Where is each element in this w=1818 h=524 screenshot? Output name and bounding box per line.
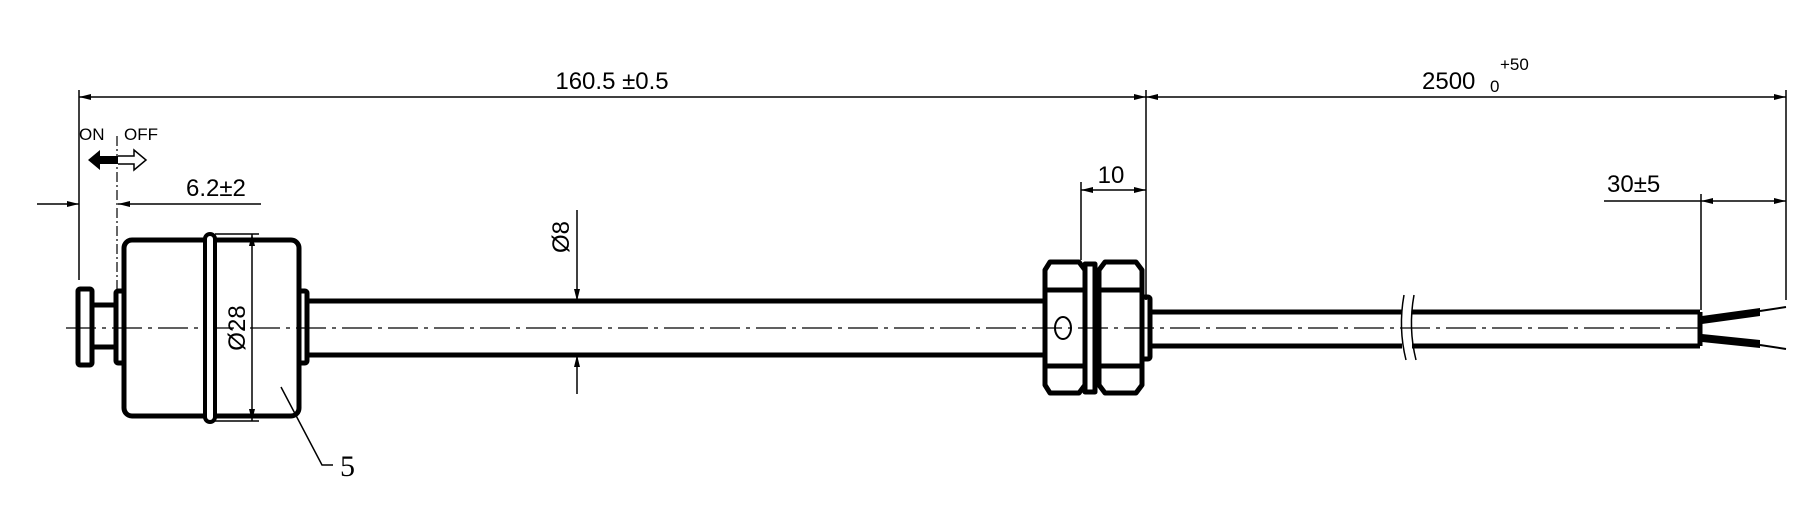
switch-direction-indicator: ON OFF [79,125,158,290]
float-assembly: Ø28 5 [75,232,355,483]
nut [1042,259,1088,396]
strip-length-label: 30±5 [1607,171,1660,198]
stroke-label: 6.2±2 [186,175,246,202]
on-arrow-icon [88,150,118,170]
float-ring [203,232,217,424]
off-label: OFF [124,125,158,144]
float-diameter-label: Ø28 [224,305,251,350]
stem-rod: Ø8 [307,210,1044,394]
cable-tolerance-upper: +50 [1500,55,1529,74]
stroke-dimension: 6.2±2 [37,175,261,207]
cable-length-label: 2500 [1422,68,1475,95]
cable-tolerance-lower: 0 [1490,77,1499,96]
off-arrow-icon [118,148,148,172]
on-label: ON [79,125,105,144]
overall-length-dimension: 160.5 ±0.5 2500 +50 0 [78,55,1787,300]
nut [1096,259,1145,396]
mounting-nuts: 10 [1042,162,1153,396]
overall-length-label: 160.5 ±0.5 [555,68,668,95]
thread-length-label: 10 [1098,162,1125,189]
float-callout-label: 5 [340,450,355,483]
rod-diameter-label: Ø8 [548,221,575,253]
cable: 30±5 [1150,171,1787,361]
